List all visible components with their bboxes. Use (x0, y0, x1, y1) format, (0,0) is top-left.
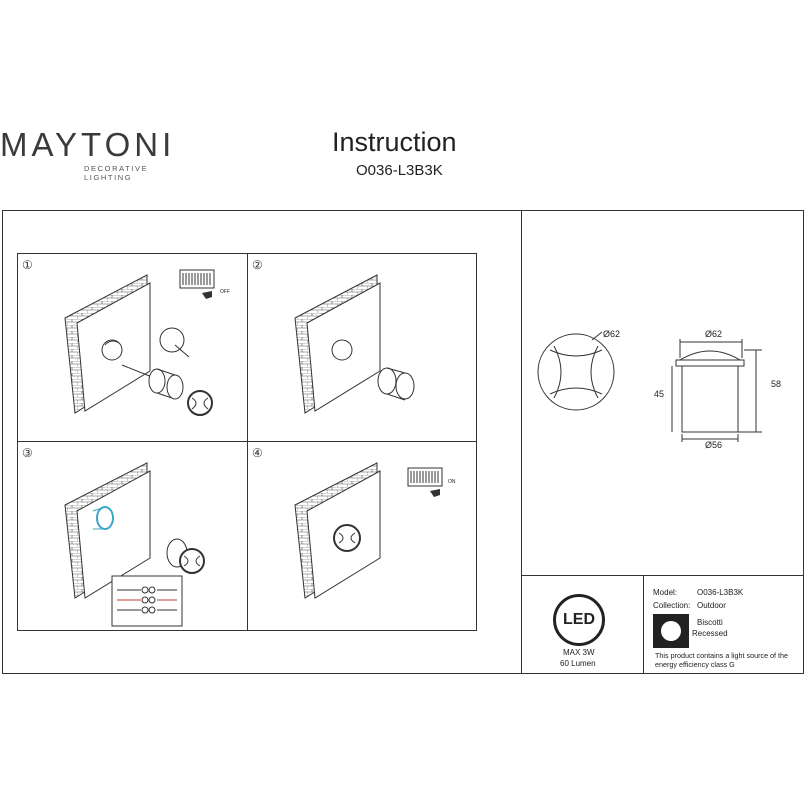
step-4-switch-label: ON (448, 479, 456, 485)
finish-swatch-circle (661, 621, 681, 641)
top-diameter-label: Ø62 (705, 329, 723, 339)
side-view (671, 339, 762, 442)
height-label: 58 (771, 379, 782, 389)
energy-note-line2: energy efficiency class G (655, 660, 735, 669)
step-2-housing (377, 367, 415, 401)
spec-table-hline (521, 575, 804, 576)
product-code: O036-L3B3K (356, 162, 443, 179)
step-2-wall (294, 274, 381, 414)
finish-text: Biscotti (697, 618, 723, 627)
step-4-number: ④ (252, 446, 263, 460)
brand-name: MAYTONI (0, 126, 176, 163)
step-4-wall (294, 462, 381, 599)
step-1-housing (148, 368, 184, 400)
installation-illustrations (64, 269, 443, 627)
collection-label: Collection: (653, 601, 691, 610)
steps-grid-vline (247, 253, 248, 631)
spec-table-vline (643, 575, 644, 674)
front-diameter-label: Ø62 (603, 329, 621, 339)
collection-value: Outdoor (697, 601, 726, 610)
brand-tagline: DECORATIVE LIGHTING (84, 164, 149, 182)
step-1-wall (64, 274, 151, 414)
step-3-number: ③ (22, 446, 33, 460)
step-1-number: ① (22, 258, 33, 272)
brand-logo: MAYTONI DECORATIVE LIGHTING (0, 126, 185, 183)
model-value: O036-L3B3K (697, 588, 744, 597)
led-icon: LED (553, 594, 605, 646)
step-3-wall (64, 462, 151, 599)
finish-swatch (653, 614, 689, 648)
step-4-switch-icon (407, 467, 443, 497)
front-view (537, 331, 615, 411)
mounting-text: Recessed (692, 629, 728, 638)
step-2-number: ② (252, 258, 263, 272)
flux-text: 60 Lumen (560, 659, 596, 668)
energy-note-line1: This product contains a light source of … (655, 651, 789, 660)
column-divider (521, 210, 522, 674)
steps-grid-hline (17, 441, 477, 442)
led-icon-text: LED (563, 611, 595, 628)
model-label: Model: (653, 588, 678, 597)
depth-label: 45 (654, 389, 665, 399)
step-3-lamp (166, 538, 205, 574)
power-text: MAX 3W (563, 648, 595, 657)
step-1-switch-label: OFF (220, 289, 230, 295)
step-1-lamp (187, 390, 213, 416)
page-title: Instruction (332, 127, 457, 157)
step-3-wiring-diagram (111, 575, 183, 627)
step-1-detail-circle (159, 327, 190, 358)
dimension-drawing (537, 331, 762, 442)
bottom-diameter-label: Ø56 (705, 440, 723, 450)
step-1-switch-icon (179, 269, 215, 299)
